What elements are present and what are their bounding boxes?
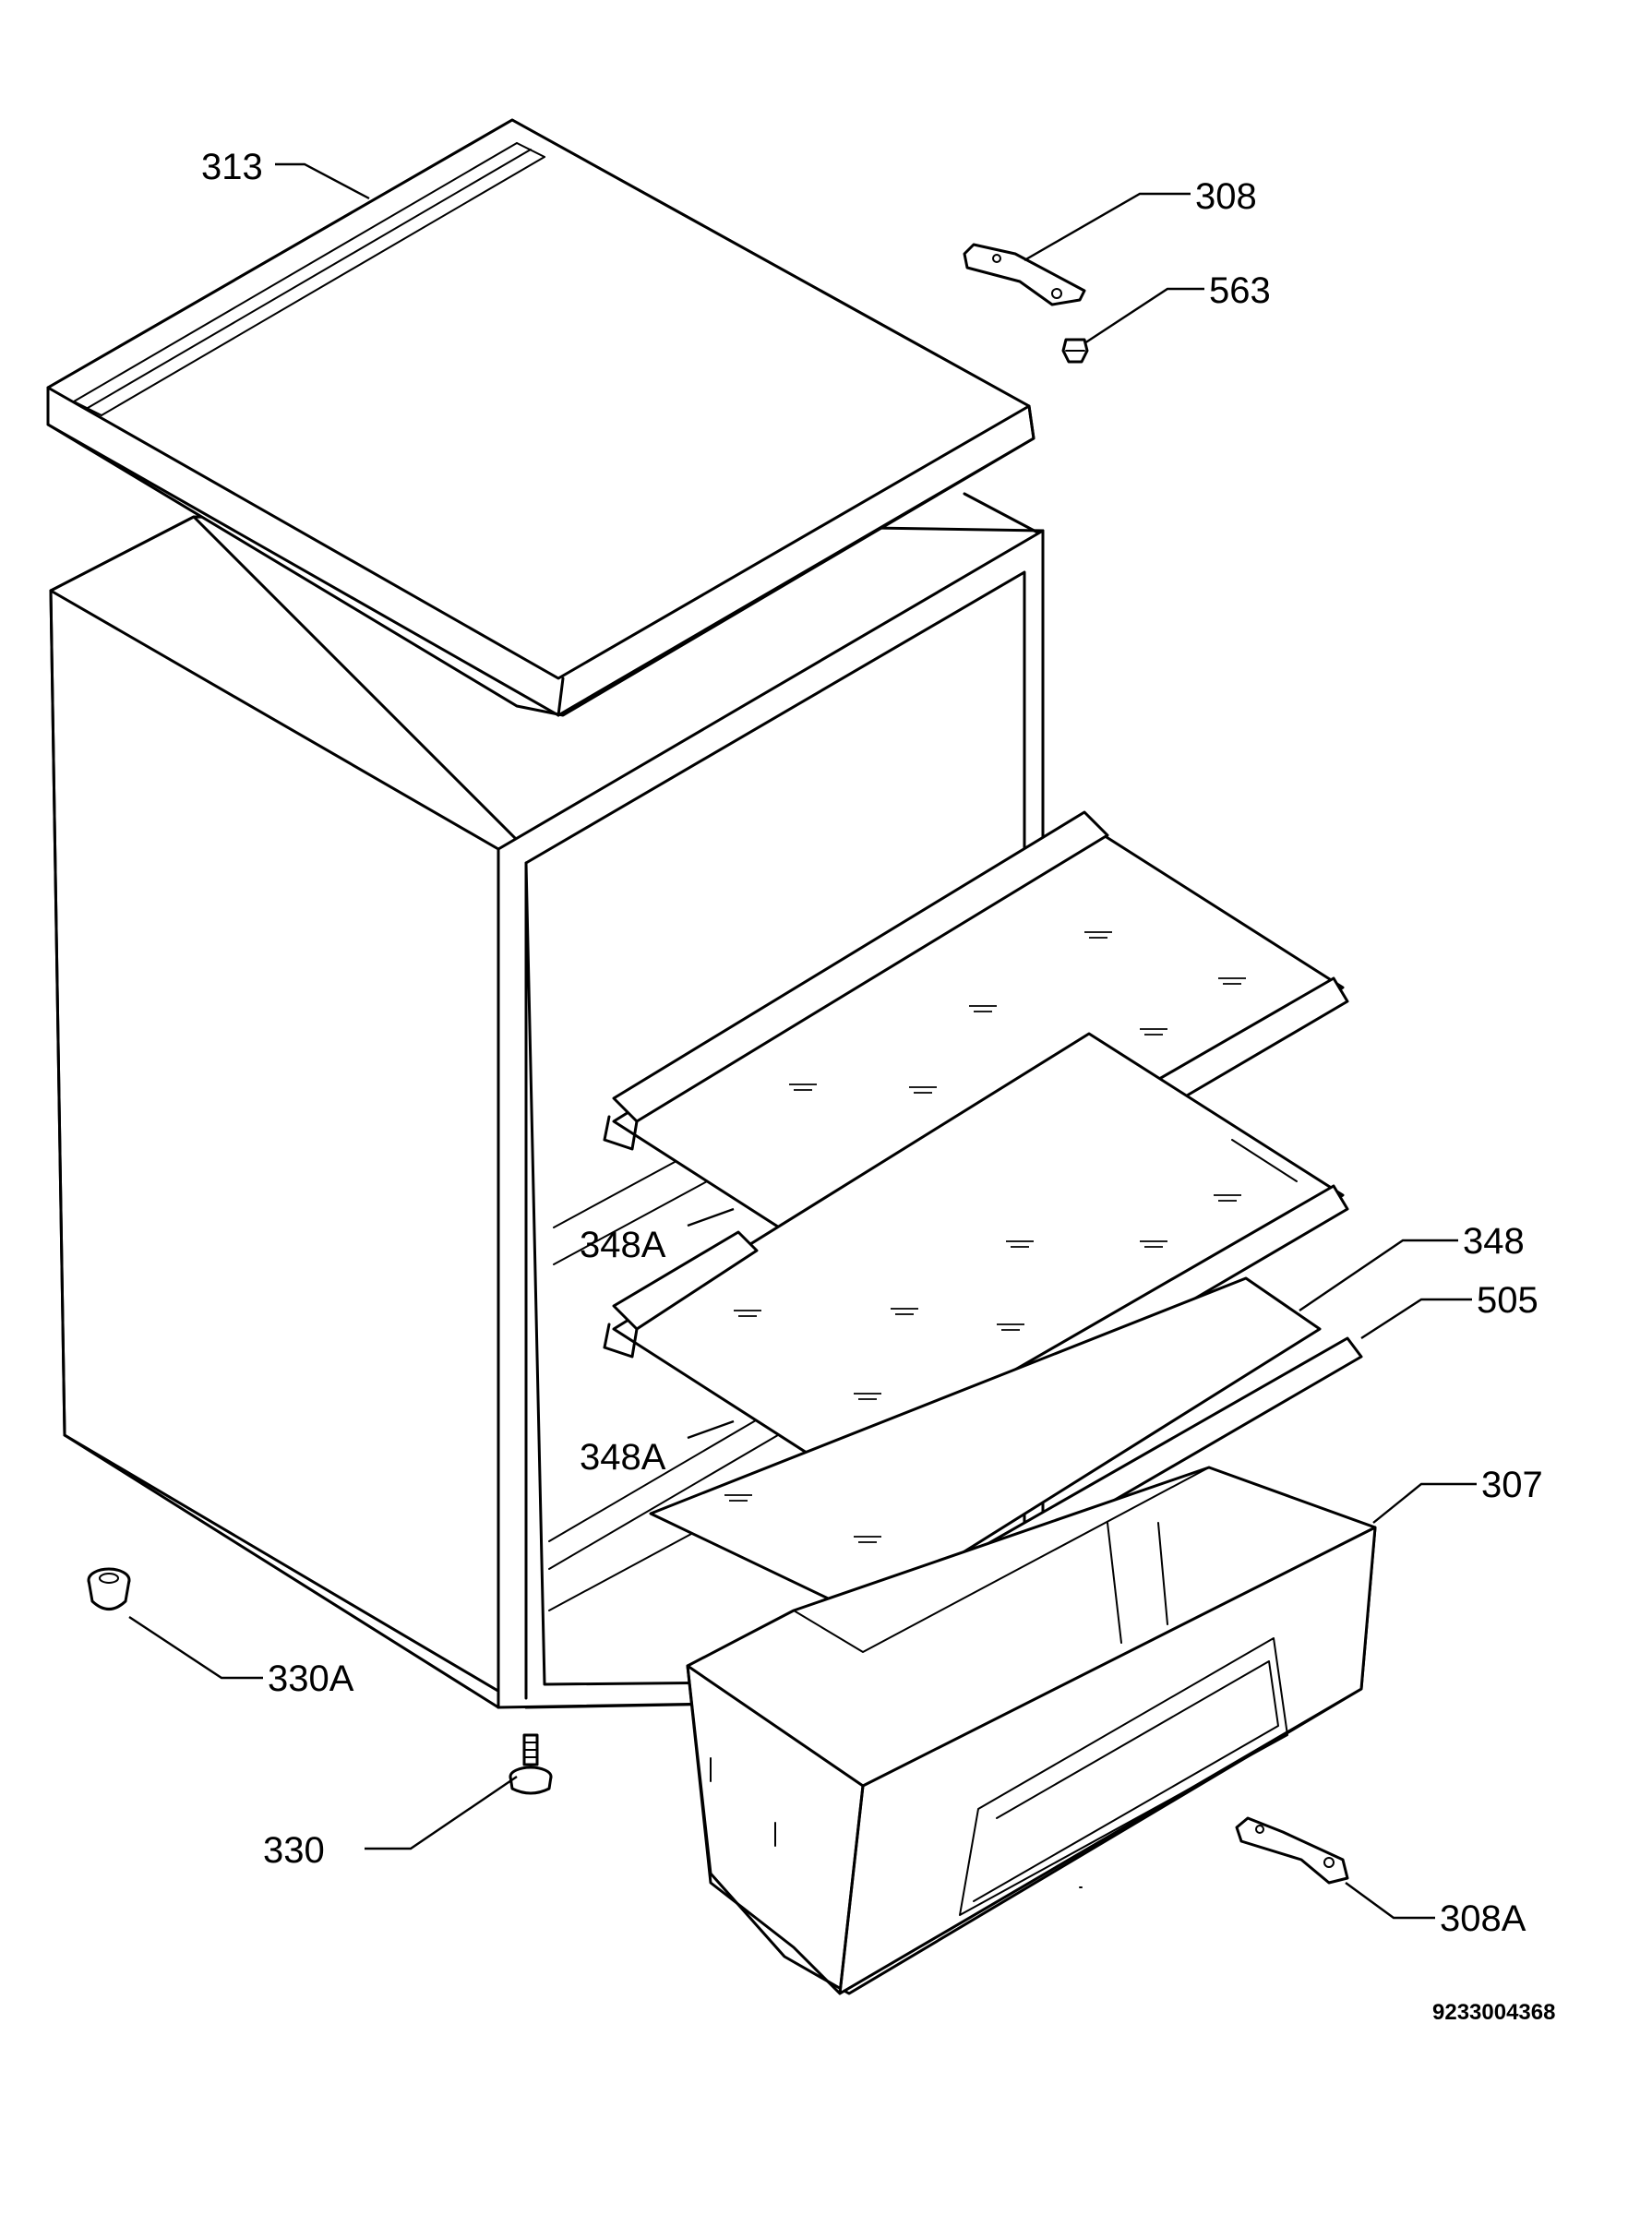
- crisper-cover-glass: [649, 1276, 1322, 1617]
- leader-lines: [128, 162, 1477, 1920]
- label-308A: 308A: [1440, 1898, 1526, 1939]
- adjustable-foot: [509, 1733, 553, 1795]
- label-307: 307: [1481, 1465, 1543, 1505]
- label-330: 330: [263, 1830, 325, 1871]
- hinge-pin: [1061, 338, 1089, 364]
- label-348A-lower: 348A: [580, 1437, 666, 1478]
- label-308: 308: [1195, 176, 1257, 217]
- label-348A-upper: 348A: [580, 1225, 666, 1265]
- label-563: 563: [1209, 270, 1271, 311]
- label-330A: 330A: [268, 1658, 354, 1699]
- upper-hinge-bracket: [963, 243, 1086, 306]
- label-348: 348: [1463, 1221, 1525, 1262]
- top-lid: [46, 118, 1035, 717]
- part-labels: 313 308 563 348A 348 505 348A 307 330A 3…: [201, 147, 1555, 2025]
- label-313: 313: [201, 147, 263, 187]
- lower-hinge-bracket: [1235, 1816, 1349, 1885]
- crisper-drawer: [686, 1466, 1377, 1995]
- drawing-code: 9233004368: [1432, 2000, 1555, 2025]
- label-505: 505: [1477, 1280, 1538, 1321]
- foot-cap: [87, 1567, 131, 1610]
